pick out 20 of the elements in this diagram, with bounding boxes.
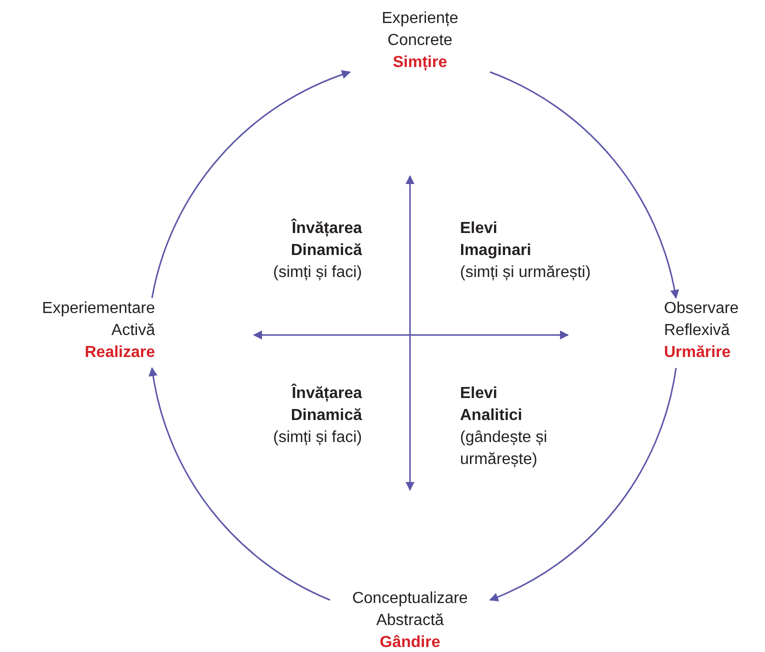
quadrant-description: (simți și faci) (272, 263, 362, 283)
curved-arrow (490, 71, 679, 299)
quadrant-description: (simți și urmărești) (460, 263, 592, 283)
quadrant-title: Elevi Analitici (460, 384, 524, 426)
quadrant-description: (gândește și urmărește) (460, 428, 548, 470)
quadrant-description: (simți și faci) (272, 428, 362, 448)
stage-name: Observare Reflexivă (664, 299, 740, 341)
stage-keyword: Realizare (84, 343, 155, 363)
curved-arrow (489, 368, 677, 601)
stage-name: Experiementare Activă (41, 299, 155, 341)
curved-arrow (151, 70, 351, 298)
stage-keyword: Urmărire (664, 343, 731, 363)
curved-arrow (149, 367, 330, 601)
stage-name: Experiențe Concrete (380, 9, 460, 51)
stage-keyword: Gândire (380, 633, 440, 652)
quadrant-title: Elevi Imaginari (460, 219, 532, 261)
quadrant-title: Învățarea Dinamică (290, 218, 362, 261)
stage-keyword: Simțire (392, 53, 448, 73)
stage-name: Conceptualizare Abstractă (351, 589, 469, 631)
quadrant-title: Învățarea Dinamică (290, 383, 362, 426)
